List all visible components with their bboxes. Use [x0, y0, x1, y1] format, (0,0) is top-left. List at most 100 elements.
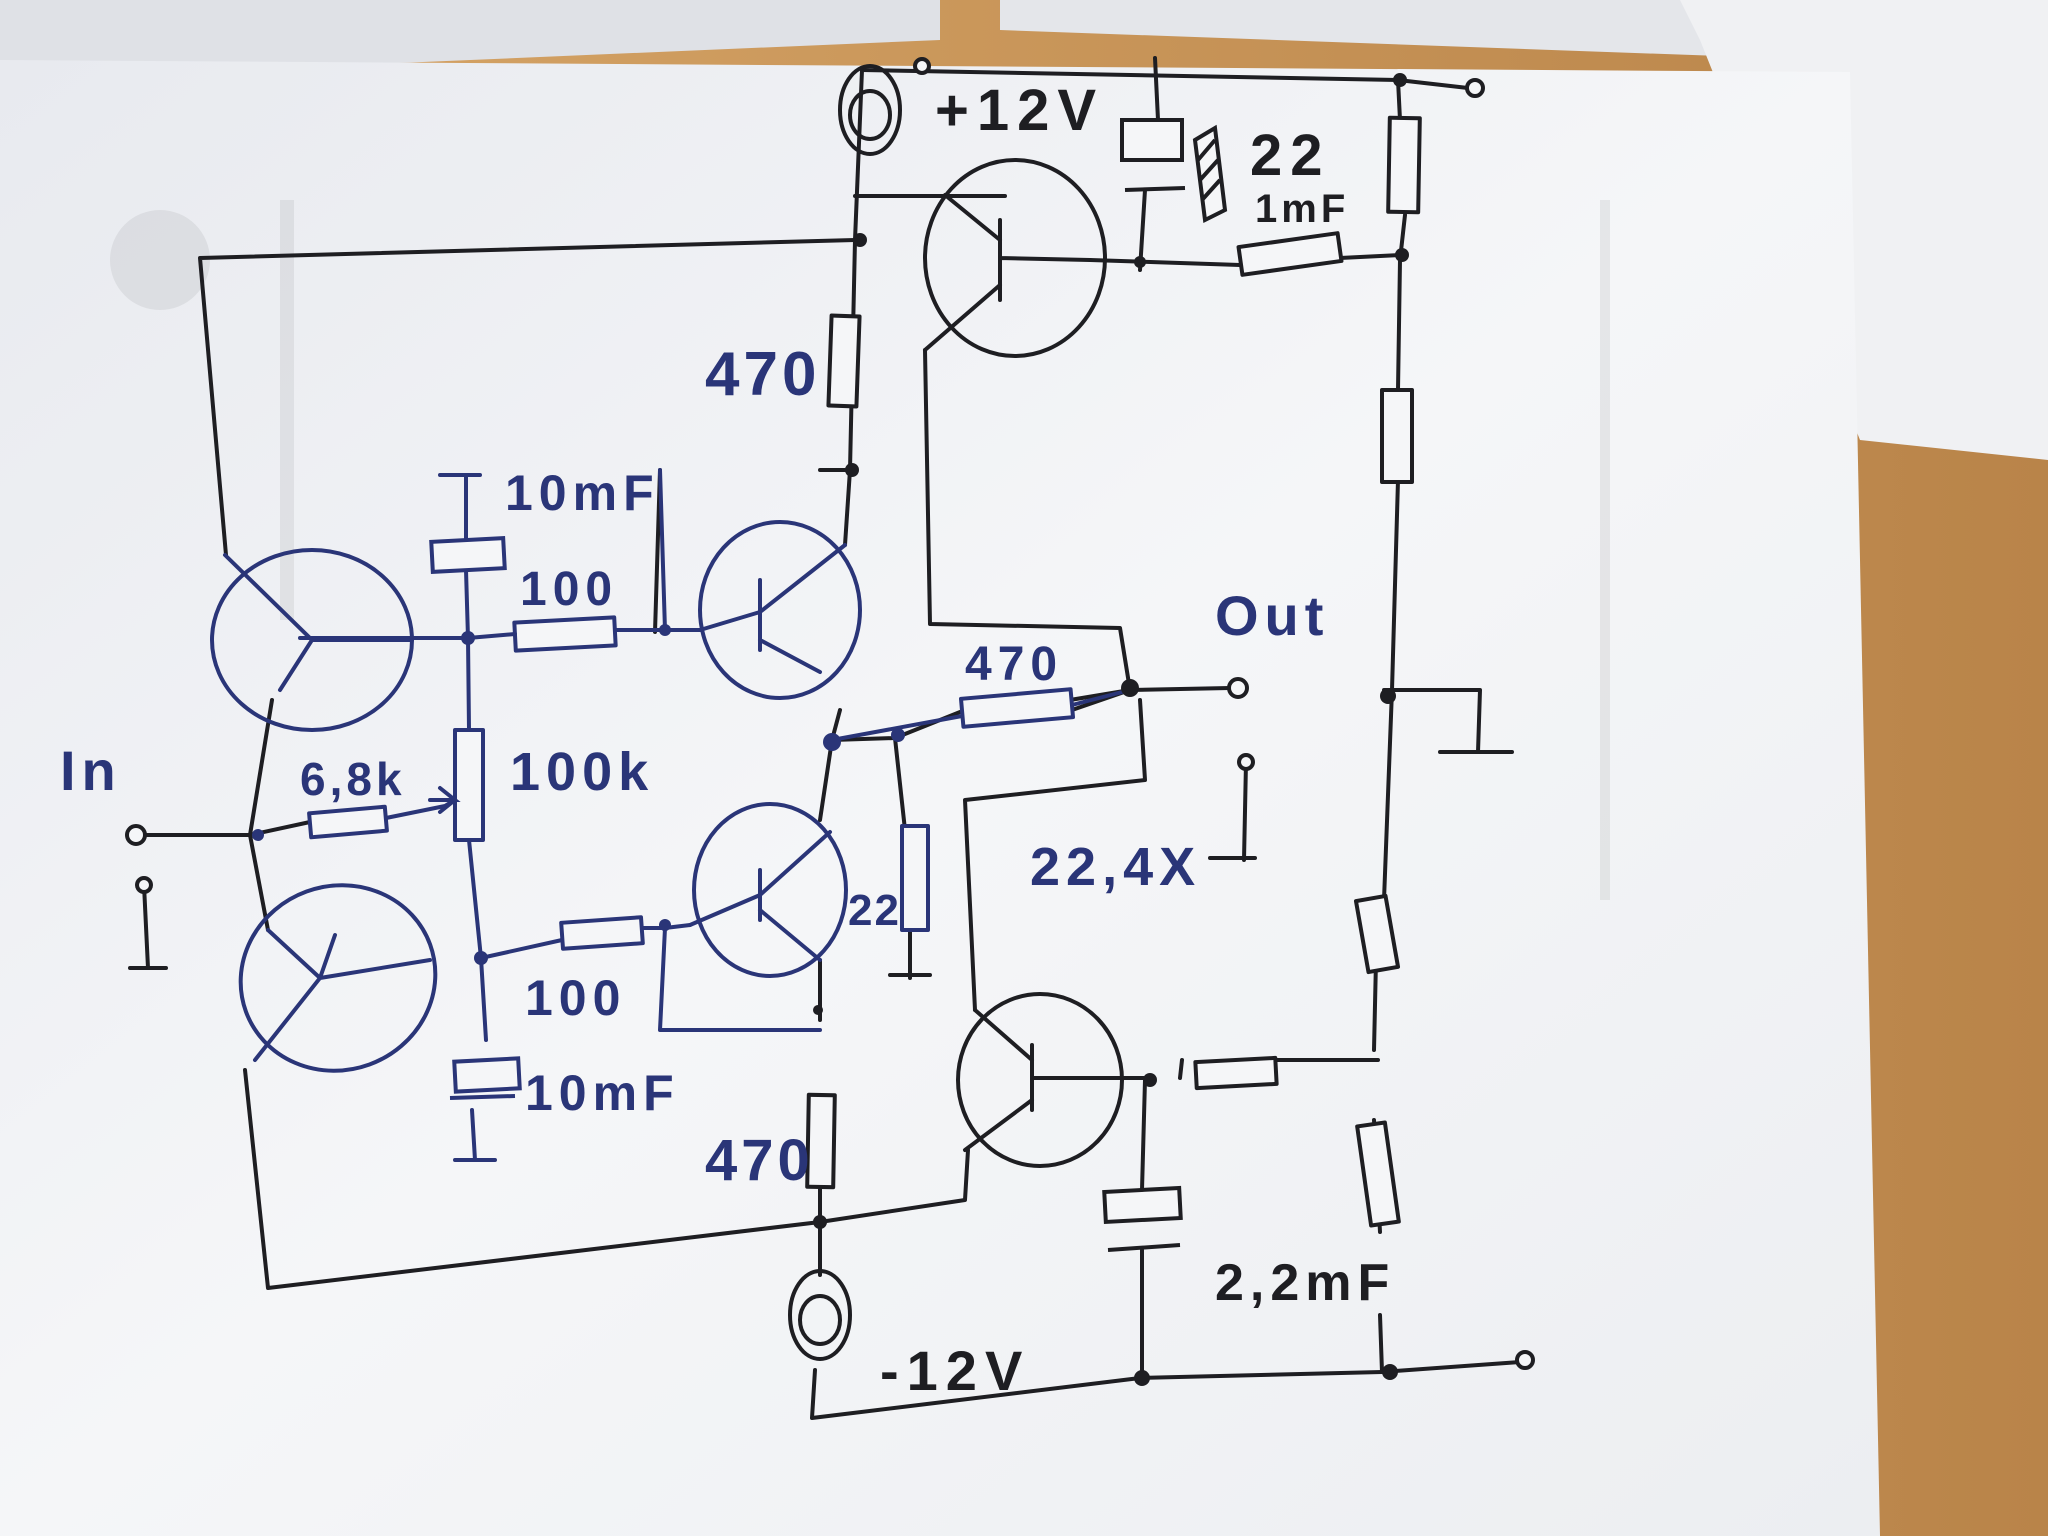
label-cap-right-bottom: 2,2mF	[1215, 1254, 1395, 1312]
transistor-input-bottom	[238, 883, 438, 1073]
resistor-right-bottom	[1355, 1120, 1401, 1228]
resistor-100-top	[512, 615, 618, 653]
transistor-leads	[688, 830, 832, 962]
background-paper	[1000, 0, 1830, 60]
resistor-6k8	[307, 804, 389, 840]
junction-dot	[1393, 73, 1407, 87]
pot-wiper-arrow	[428, 786, 461, 814]
junction-dot	[845, 463, 859, 477]
terminal-bottom-right	[1515, 1350, 1535, 1370]
wire	[243, 1068, 822, 1290]
resistor-470-top	[826, 313, 862, 409]
junction-dot	[891, 728, 905, 742]
terminal-top-right	[1465, 78, 1485, 98]
wire	[466, 636, 483, 960]
label-cap-top: 10mF	[505, 465, 660, 521]
label-input: In	[60, 739, 122, 802]
input-terminal	[125, 824, 147, 846]
wire	[830, 714, 964, 742]
label-r-bottom: 470	[705, 1128, 814, 1193]
junction-dot	[1134, 256, 1146, 268]
junction-dot	[1121, 679, 1139, 697]
junction-dot	[659, 624, 671, 636]
junction-dot	[813, 1005, 823, 1015]
wire	[963, 698, 1147, 1012]
label-output: Out	[1215, 584, 1329, 647]
wire	[1070, 688, 1132, 707]
label-r-emitter: 22	[848, 886, 901, 935]
wire	[1088, 253, 1402, 267]
label-gain: 22,4X	[1030, 837, 1201, 897]
label-r-base-bottom: 100	[525, 970, 626, 1026]
hatch	[1196, 138, 1222, 202]
resistor-bias-top	[1236, 231, 1344, 277]
resistor-right-top	[1386, 115, 1422, 215]
ground-symbol	[128, 883, 168, 970]
junction-dot	[1134, 1370, 1150, 1386]
resistor-22	[900, 824, 930, 932]
transistor-leads	[253, 928, 432, 1062]
label-r-out: 470	[965, 638, 1063, 691]
resistor-right-lower	[1353, 893, 1401, 975]
transistor-leads	[223, 553, 414, 692]
wire	[248, 833, 270, 932]
output-terminal	[1227, 677, 1249, 699]
background-paper	[0, 0, 940, 80]
wire	[658, 926, 822, 1032]
label-cap-right-top-unit: 1mF	[1255, 187, 1349, 231]
junction-dot	[1395, 248, 1409, 262]
label-pot: 100k	[510, 742, 654, 802]
resistor-100-bottom	[559, 915, 645, 951]
wire	[1140, 1078, 1147, 1380]
junction-dot	[853, 233, 867, 247]
junction-dot	[461, 631, 475, 645]
current-source-top	[838, 64, 902, 156]
label-r-top: 470	[705, 340, 820, 409]
capacitor-plate	[1124, 186, 1186, 192]
capacitor-10mF-bottom	[452, 1056, 522, 1094]
junction-dot	[813, 1215, 827, 1229]
input-ground-terminal	[135, 876, 153, 894]
wire	[438, 473, 482, 640]
junction-dot	[252, 829, 264, 841]
junction-dot	[823, 733, 841, 751]
transistor-leads	[698, 543, 847, 674]
junction-dot	[474, 951, 488, 965]
label-r-in: 6,8k	[300, 753, 406, 805]
label-supply-pos: +12V	[935, 78, 1104, 143]
transistor-leads	[963, 1008, 1132, 1152]
junction-dot	[659, 919, 671, 931]
transistor-driver-top	[698, 520, 862, 700]
wire	[198, 238, 857, 557]
resistor-470-bottom	[805, 1092, 837, 1190]
capacitor-2u2-bottom	[1102, 1185, 1183, 1225]
label-cap-right-top: 22	[1250, 123, 1331, 188]
ground-symbol	[1208, 760, 1257, 862]
label-r-base-top: 100	[520, 563, 618, 616]
capacitor-plate	[449, 1094, 516, 1100]
current-source-bottom-inner	[798, 1294, 842, 1346]
resistor-right-mid	[1380, 388, 1414, 484]
transistor-output-top	[923, 158, 1107, 358]
output-ground-terminal	[1237, 753, 1255, 771]
wire	[888, 736, 932, 980]
wire	[810, 1368, 1384, 1420]
wire	[658, 468, 667, 632]
transistor-driver-bottom	[692, 802, 848, 978]
terminal	[913, 57, 931, 75]
wire	[1380, 1360, 1522, 1374]
label-cap-bottom: 10mF	[525, 1065, 680, 1121]
wire	[923, 348, 1132, 692]
junction-dot	[1143, 1073, 1157, 1087]
resistor-bias-bottom	[1193, 1055, 1279, 1091]
capacitor-plate	[1107, 1243, 1181, 1252]
junction-dot	[1382, 1364, 1398, 1380]
wire	[1128, 686, 1232, 692]
capacitor-10mF-top	[429, 536, 507, 574]
label-supply-neg: -12V	[880, 1339, 1030, 1402]
transistor-leads	[923, 193, 1092, 352]
junction-dot	[1380, 688, 1396, 704]
wire	[453, 956, 497, 1162]
